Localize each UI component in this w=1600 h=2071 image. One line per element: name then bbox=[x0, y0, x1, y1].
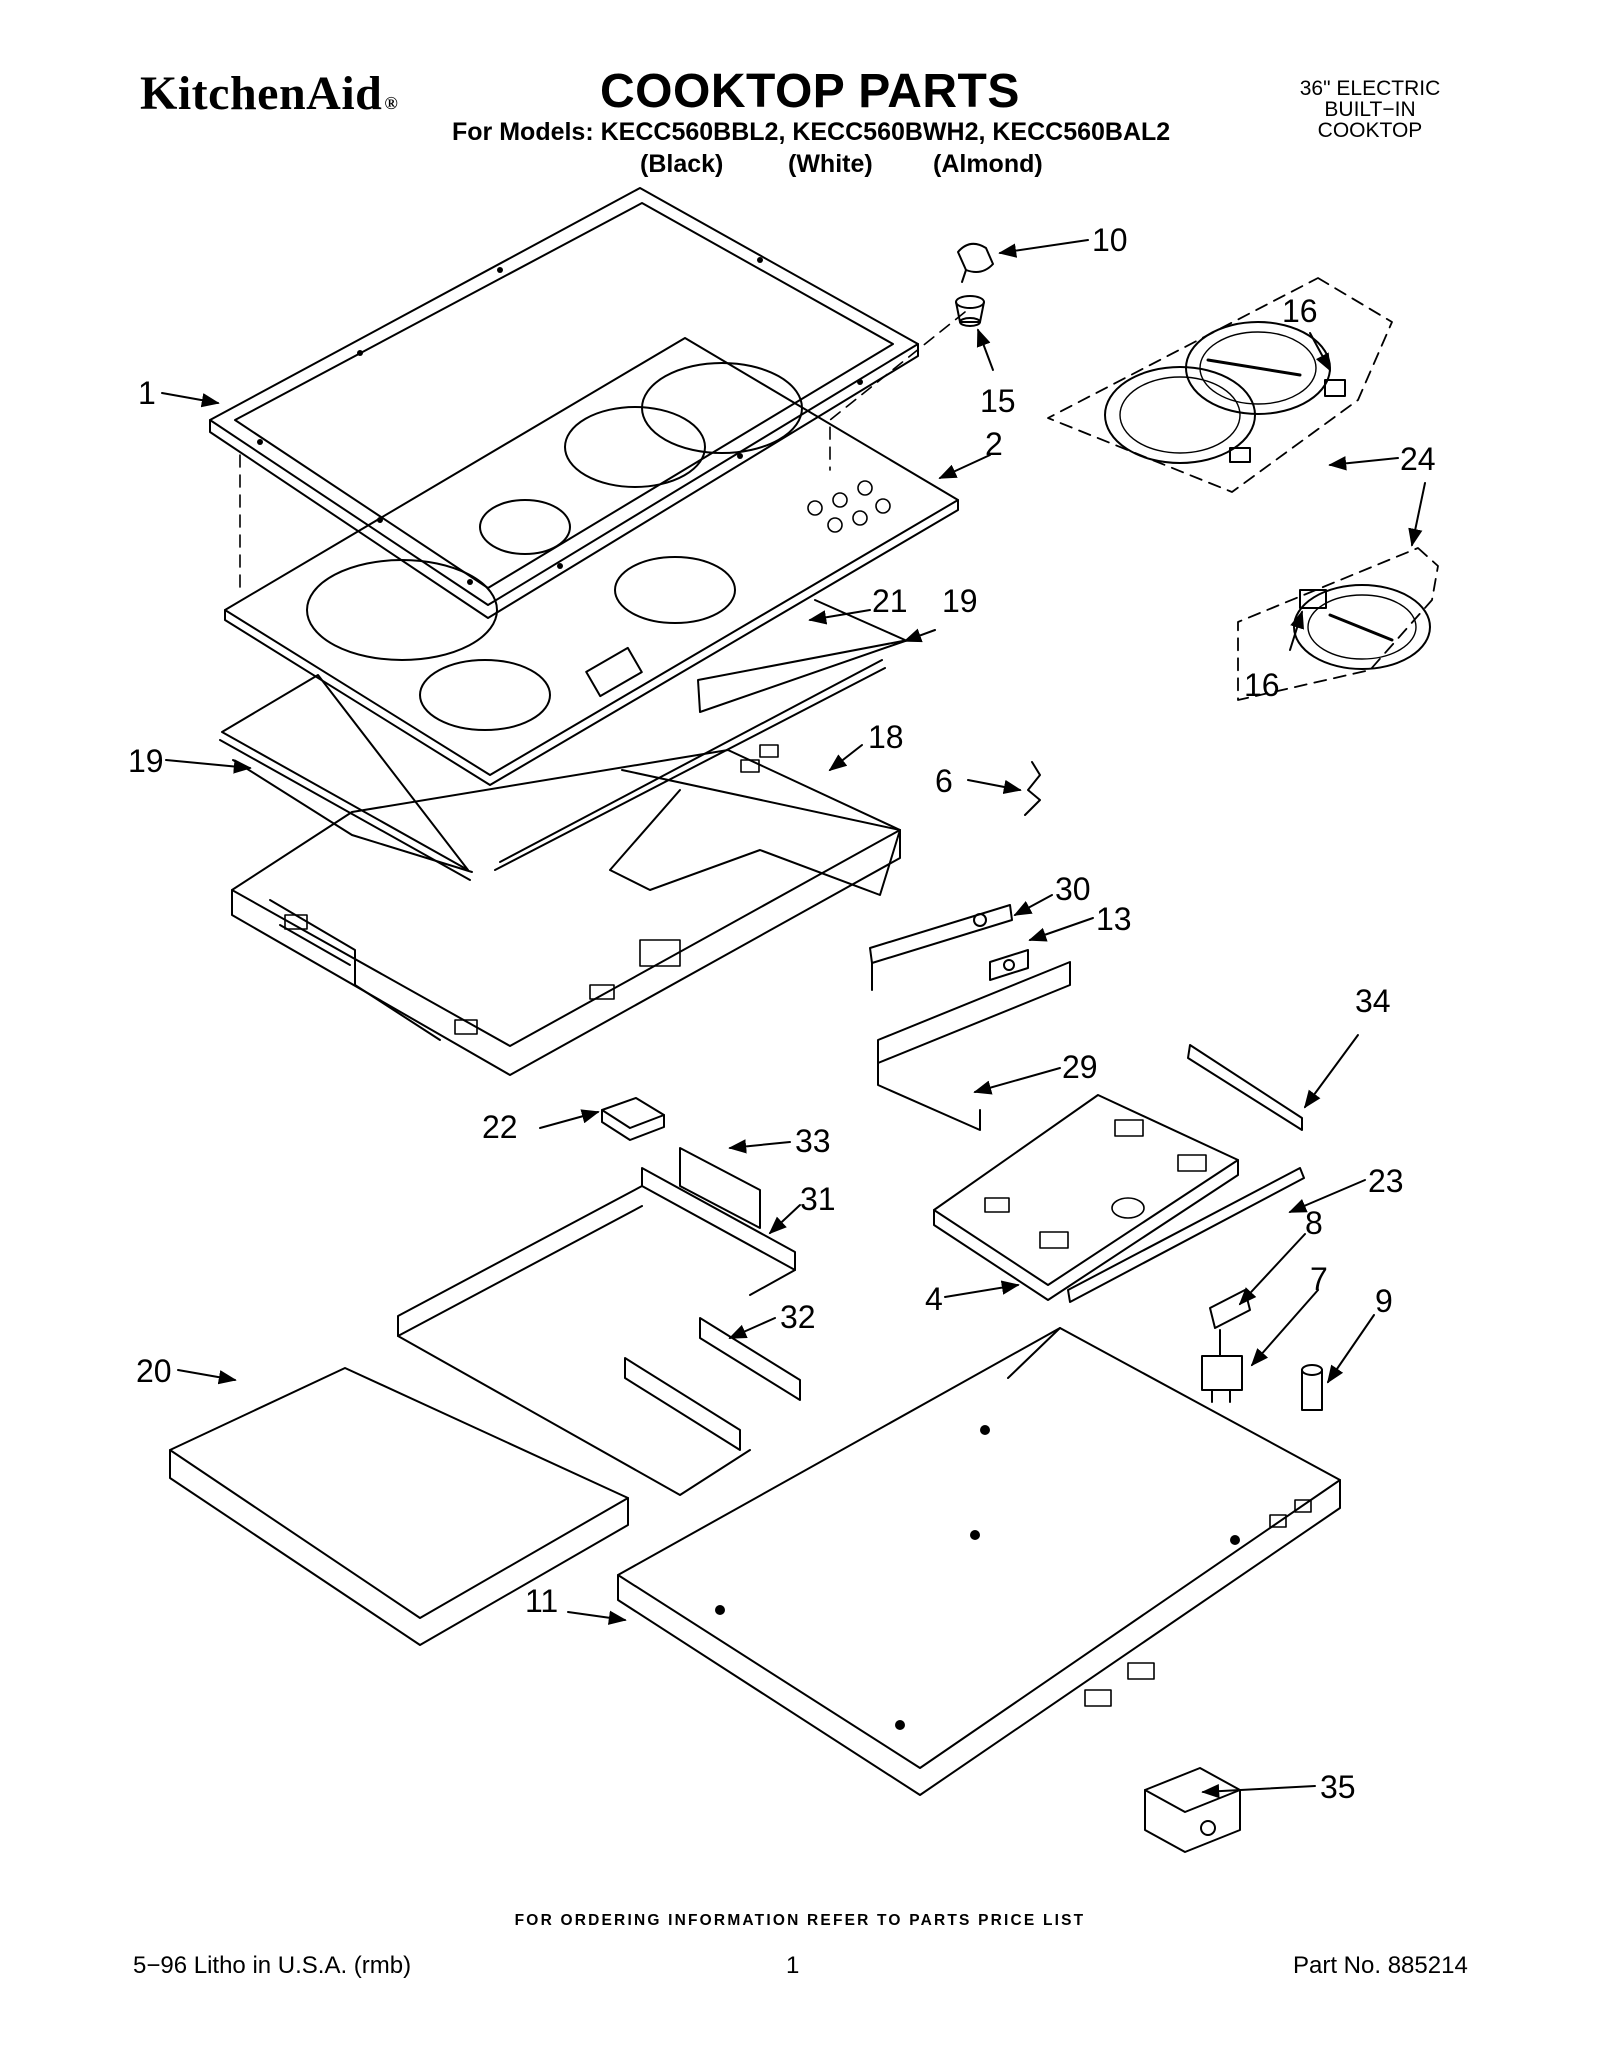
callout-8: 8 bbox=[1305, 1205, 1323, 1241]
callout-19: 19 bbox=[128, 743, 164, 779]
callout-6: 6 bbox=[935, 763, 953, 799]
callout-24: 24 bbox=[1400, 441, 1436, 477]
part-11-chassis bbox=[617, 1327, 1341, 1796]
product-type-line: 36" ELECTRIC bbox=[1299, 77, 1441, 100]
color-label-white: (White) bbox=[788, 150, 873, 178]
part-10-knob bbox=[957, 242, 994, 283]
product-type-line: BUILT−IN bbox=[1324, 98, 1416, 121]
part-20-bottom-tray bbox=[169, 1367, 629, 1646]
product-type-line: COOKTOP bbox=[1317, 119, 1423, 142]
callout-4: 4 bbox=[925, 1281, 943, 1317]
callout-2: 2 bbox=[985, 426, 1003, 462]
page-number: 1 bbox=[786, 1952, 800, 1979]
part-29-bracket bbox=[877, 961, 1071, 1131]
part-7-switch bbox=[1201, 1329, 1243, 1403]
part-8-plate bbox=[1209, 1289, 1251, 1329]
callout-34: 34 bbox=[1355, 983, 1391, 1019]
part-13-mounting-plate bbox=[989, 949, 1029, 981]
part-4-control-box bbox=[933, 1094, 1239, 1301]
callout-15: 15 bbox=[980, 383, 1016, 419]
callout-1: 1 bbox=[138, 375, 156, 411]
color-label-almond: (Almond) bbox=[933, 150, 1043, 178]
part-2-glass-cooktop bbox=[224, 337, 959, 786]
part-6-clip bbox=[1024, 761, 1041, 816]
part-1-trim-frame bbox=[209, 187, 919, 619]
callout-19: 19 bbox=[942, 583, 978, 619]
part-21-seal bbox=[697, 599, 909, 713]
part-35-bracket bbox=[1144, 1767, 1241, 1853]
part-22-terminal-block bbox=[601, 1097, 665, 1141]
part-15-bushing bbox=[955, 295, 985, 327]
part-9-fuse bbox=[1301, 1364, 1323, 1411]
leader-arrows bbox=[161, 239, 1426, 1799]
callout-18: 18 bbox=[868, 719, 904, 755]
product-type: 36" ELECTRIC BUILT−IN COOKTOP bbox=[1270, 78, 1470, 141]
part-33-bracket bbox=[679, 1147, 761, 1229]
page-title: COOKTOP PARTS bbox=[600, 65, 1020, 118]
callout-20: 20 bbox=[136, 1353, 172, 1389]
callout-7: 7 bbox=[1310, 1261, 1328, 1297]
callout-22: 22 bbox=[482, 1109, 518, 1145]
part-18-base-pan bbox=[231, 659, 901, 1076]
part-32-bracket bbox=[624, 1317, 801, 1451]
callout-9: 9 bbox=[1375, 1283, 1393, 1319]
assembly-lines bbox=[239, 311, 966, 591]
models-line: For Models: KECC560BBL2, KECC560BWH2, KE… bbox=[452, 118, 1171, 146]
callout-32: 32 bbox=[780, 1299, 816, 1335]
callout-13: 13 bbox=[1096, 901, 1132, 937]
brand-name: KitchenAid bbox=[140, 67, 383, 120]
callout-23: 23 bbox=[1368, 1163, 1404, 1199]
litho-note: 5−96 Litho in U.S.A. (rmb) bbox=[133, 1952, 412, 1979]
part-23-rail bbox=[1067, 1167, 1305, 1303]
callout-31: 31 bbox=[800, 1181, 836, 1217]
callout-numbers: 1 2 4 6 7 8 9 10 11 13 15 16 16 18 19 19… bbox=[128, 222, 1436, 1805]
part-19-seal bbox=[219, 674, 473, 881]
callout-10: 10 bbox=[1092, 222, 1128, 258]
callout-29: 29 bbox=[1062, 1049, 1098, 1085]
registered-mark: ® bbox=[384, 93, 399, 113]
brand-logo: KitchenAid® bbox=[140, 66, 398, 121]
callout-16: 16 bbox=[1244, 667, 1280, 703]
callout-11: 11 bbox=[525, 1583, 558, 1619]
callout-33: 33 bbox=[795, 1123, 831, 1159]
color-label-black: (Black) bbox=[640, 150, 724, 178]
part-31-side-panel bbox=[397, 1167, 796, 1496]
callout-16: 16 bbox=[1282, 293, 1318, 329]
callout-21: 21 bbox=[872, 583, 908, 619]
part-30-bracket bbox=[869, 904, 1013, 991]
callout-35: 35 bbox=[1320, 1769, 1356, 1805]
part-34-brace bbox=[1187, 1044, 1303, 1131]
part-24-surface-elements bbox=[1047, 277, 1393, 493]
part-number: Part No. 885214 bbox=[1293, 1952, 1468, 1979]
ordering-note: FOR ORDERING INFORMATION REFER TO PARTS … bbox=[514, 1912, 1086, 1929]
callout-30: 30 bbox=[1055, 871, 1091, 907]
